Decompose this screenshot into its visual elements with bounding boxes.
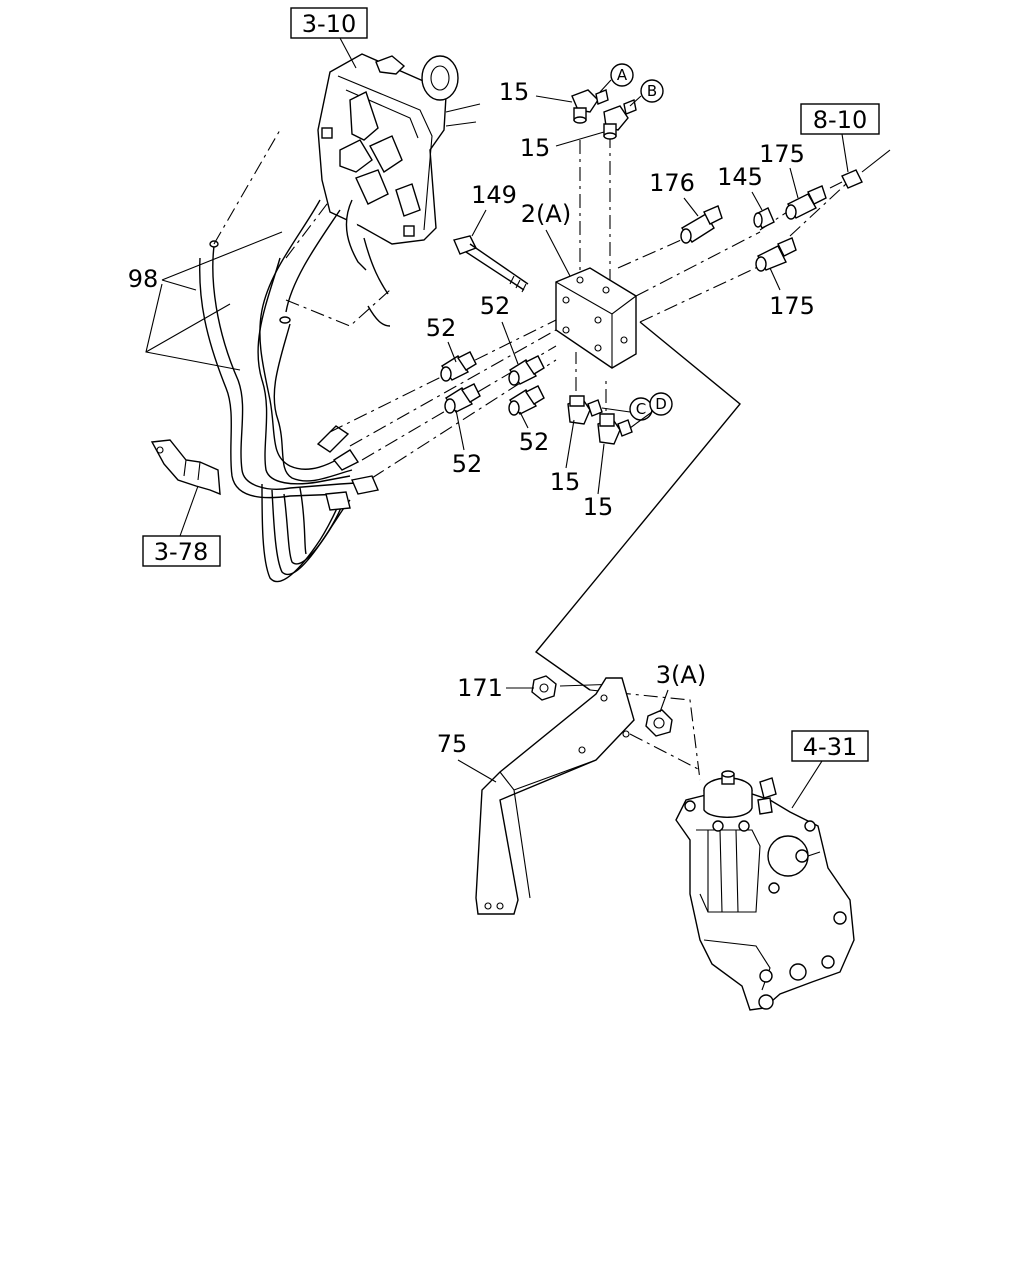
callout-52-c: 52 <box>452 409 483 478</box>
part-number-145: 145 <box>717 163 763 191</box>
callout-175-b: 175 <box>769 267 815 320</box>
junction-block <box>555 267 637 369</box>
callout-15-bottom-d: 15 <box>583 443 614 521</box>
callout-171: 171 <box>457 674 534 702</box>
callout-52-d: 52 <box>519 411 550 456</box>
marker-a: A <box>599 63 634 93</box>
part-number-98: 98 <box>128 265 159 293</box>
part-number-15: 15 <box>499 78 530 106</box>
harness-connector <box>829 149 891 189</box>
part-number-52: 52 <box>480 292 511 320</box>
part-number-175: 175 <box>769 292 815 320</box>
callout-175-a: 175 <box>759 140 805 199</box>
callout-52-a: 52 <box>426 314 457 363</box>
marker-d-text: D <box>655 395 667 413</box>
part-number-15: 15 <box>550 468 581 496</box>
callout-2a: 2(A) <box>521 200 571 277</box>
union-fitting-52-b <box>508 355 545 386</box>
marker-b: B <box>629 79 664 107</box>
nut-3a <box>645 709 673 737</box>
marker-c-text: C <box>636 400 646 418</box>
marker-a-text: A <box>617 66 628 84</box>
union-fitting-52-a <box>440 351 477 382</box>
part-number-52: 52 <box>519 428 550 456</box>
part-number-52: 52 <box>452 450 483 478</box>
marker-b-text: B <box>647 82 657 100</box>
ref-box-4-31: 4-31 <box>791 730 869 809</box>
callout-15-top-a: 15 <box>499 78 573 106</box>
ref-box-3-10: 3-10 <box>290 7 368 69</box>
part-number-171: 171 <box>457 674 503 702</box>
ref-8-10-text: 8-10 <box>813 106 867 134</box>
part-number-3a: 3(A) <box>656 661 706 689</box>
ref-4-31-text: 4-31 <box>803 733 857 761</box>
callout-98: 98 <box>128 231 283 371</box>
brake-valve-assembly <box>317 53 481 327</box>
pipe-bundle <box>199 199 379 583</box>
callout-145: 145 <box>717 163 763 211</box>
steering-gear <box>675 770 855 1011</box>
callout-176: 176 <box>649 169 699 217</box>
elbow-fitting-bottom-d <box>597 413 633 445</box>
part-number-176: 176 <box>649 169 695 197</box>
leader-block-to-bracket <box>534 321 741 691</box>
pressure-switch-176 <box>680 205 723 244</box>
part-number-149: 149 <box>471 181 517 209</box>
union-fitting-52-c <box>444 383 481 414</box>
ref-box-8-10: 8-10 <box>800 103 880 173</box>
union-fitting-52-d <box>508 385 545 416</box>
callout-3a: 3(A) <box>656 661 706 713</box>
part-number-2a: 2(A) <box>521 200 571 228</box>
part-number-175: 175 <box>759 140 805 168</box>
pipe-clip <box>150 439 221 496</box>
callout-15-bottom-c: 15 <box>550 419 581 496</box>
callout-149: 149 <box>471 181 517 237</box>
marker-c: C <box>601 397 653 421</box>
pressure-switch-175-a <box>785 185 827 220</box>
nut-171 <box>531 675 557 701</box>
callout-52-b: 52 <box>480 292 519 365</box>
elbow-fitting-top-a <box>571 89 609 124</box>
elbow-fitting-bottom-c <box>567 395 603 425</box>
callout-75: 75 <box>437 730 497 783</box>
bracket-75 <box>475 677 635 915</box>
part-number-75: 75 <box>437 730 468 758</box>
ref-box-3-78: 3-78 <box>142 485 221 567</box>
adapter-145 <box>753 207 775 229</box>
callout-15-top-b: 15 <box>520 131 605 162</box>
marker-d: D <box>629 392 673 429</box>
part-number-15: 15 <box>583 493 614 521</box>
ref-3-10-text: 3-10 <box>302 10 356 38</box>
elbow-fitting-top-b <box>603 99 637 140</box>
ref-3-78-text: 3-78 <box>154 538 208 566</box>
pressure-switch-175-b <box>755 237 797 272</box>
part-number-52: 52 <box>426 314 457 342</box>
bolt-149 <box>453 235 529 293</box>
part-number-15: 15 <box>520 134 551 162</box>
